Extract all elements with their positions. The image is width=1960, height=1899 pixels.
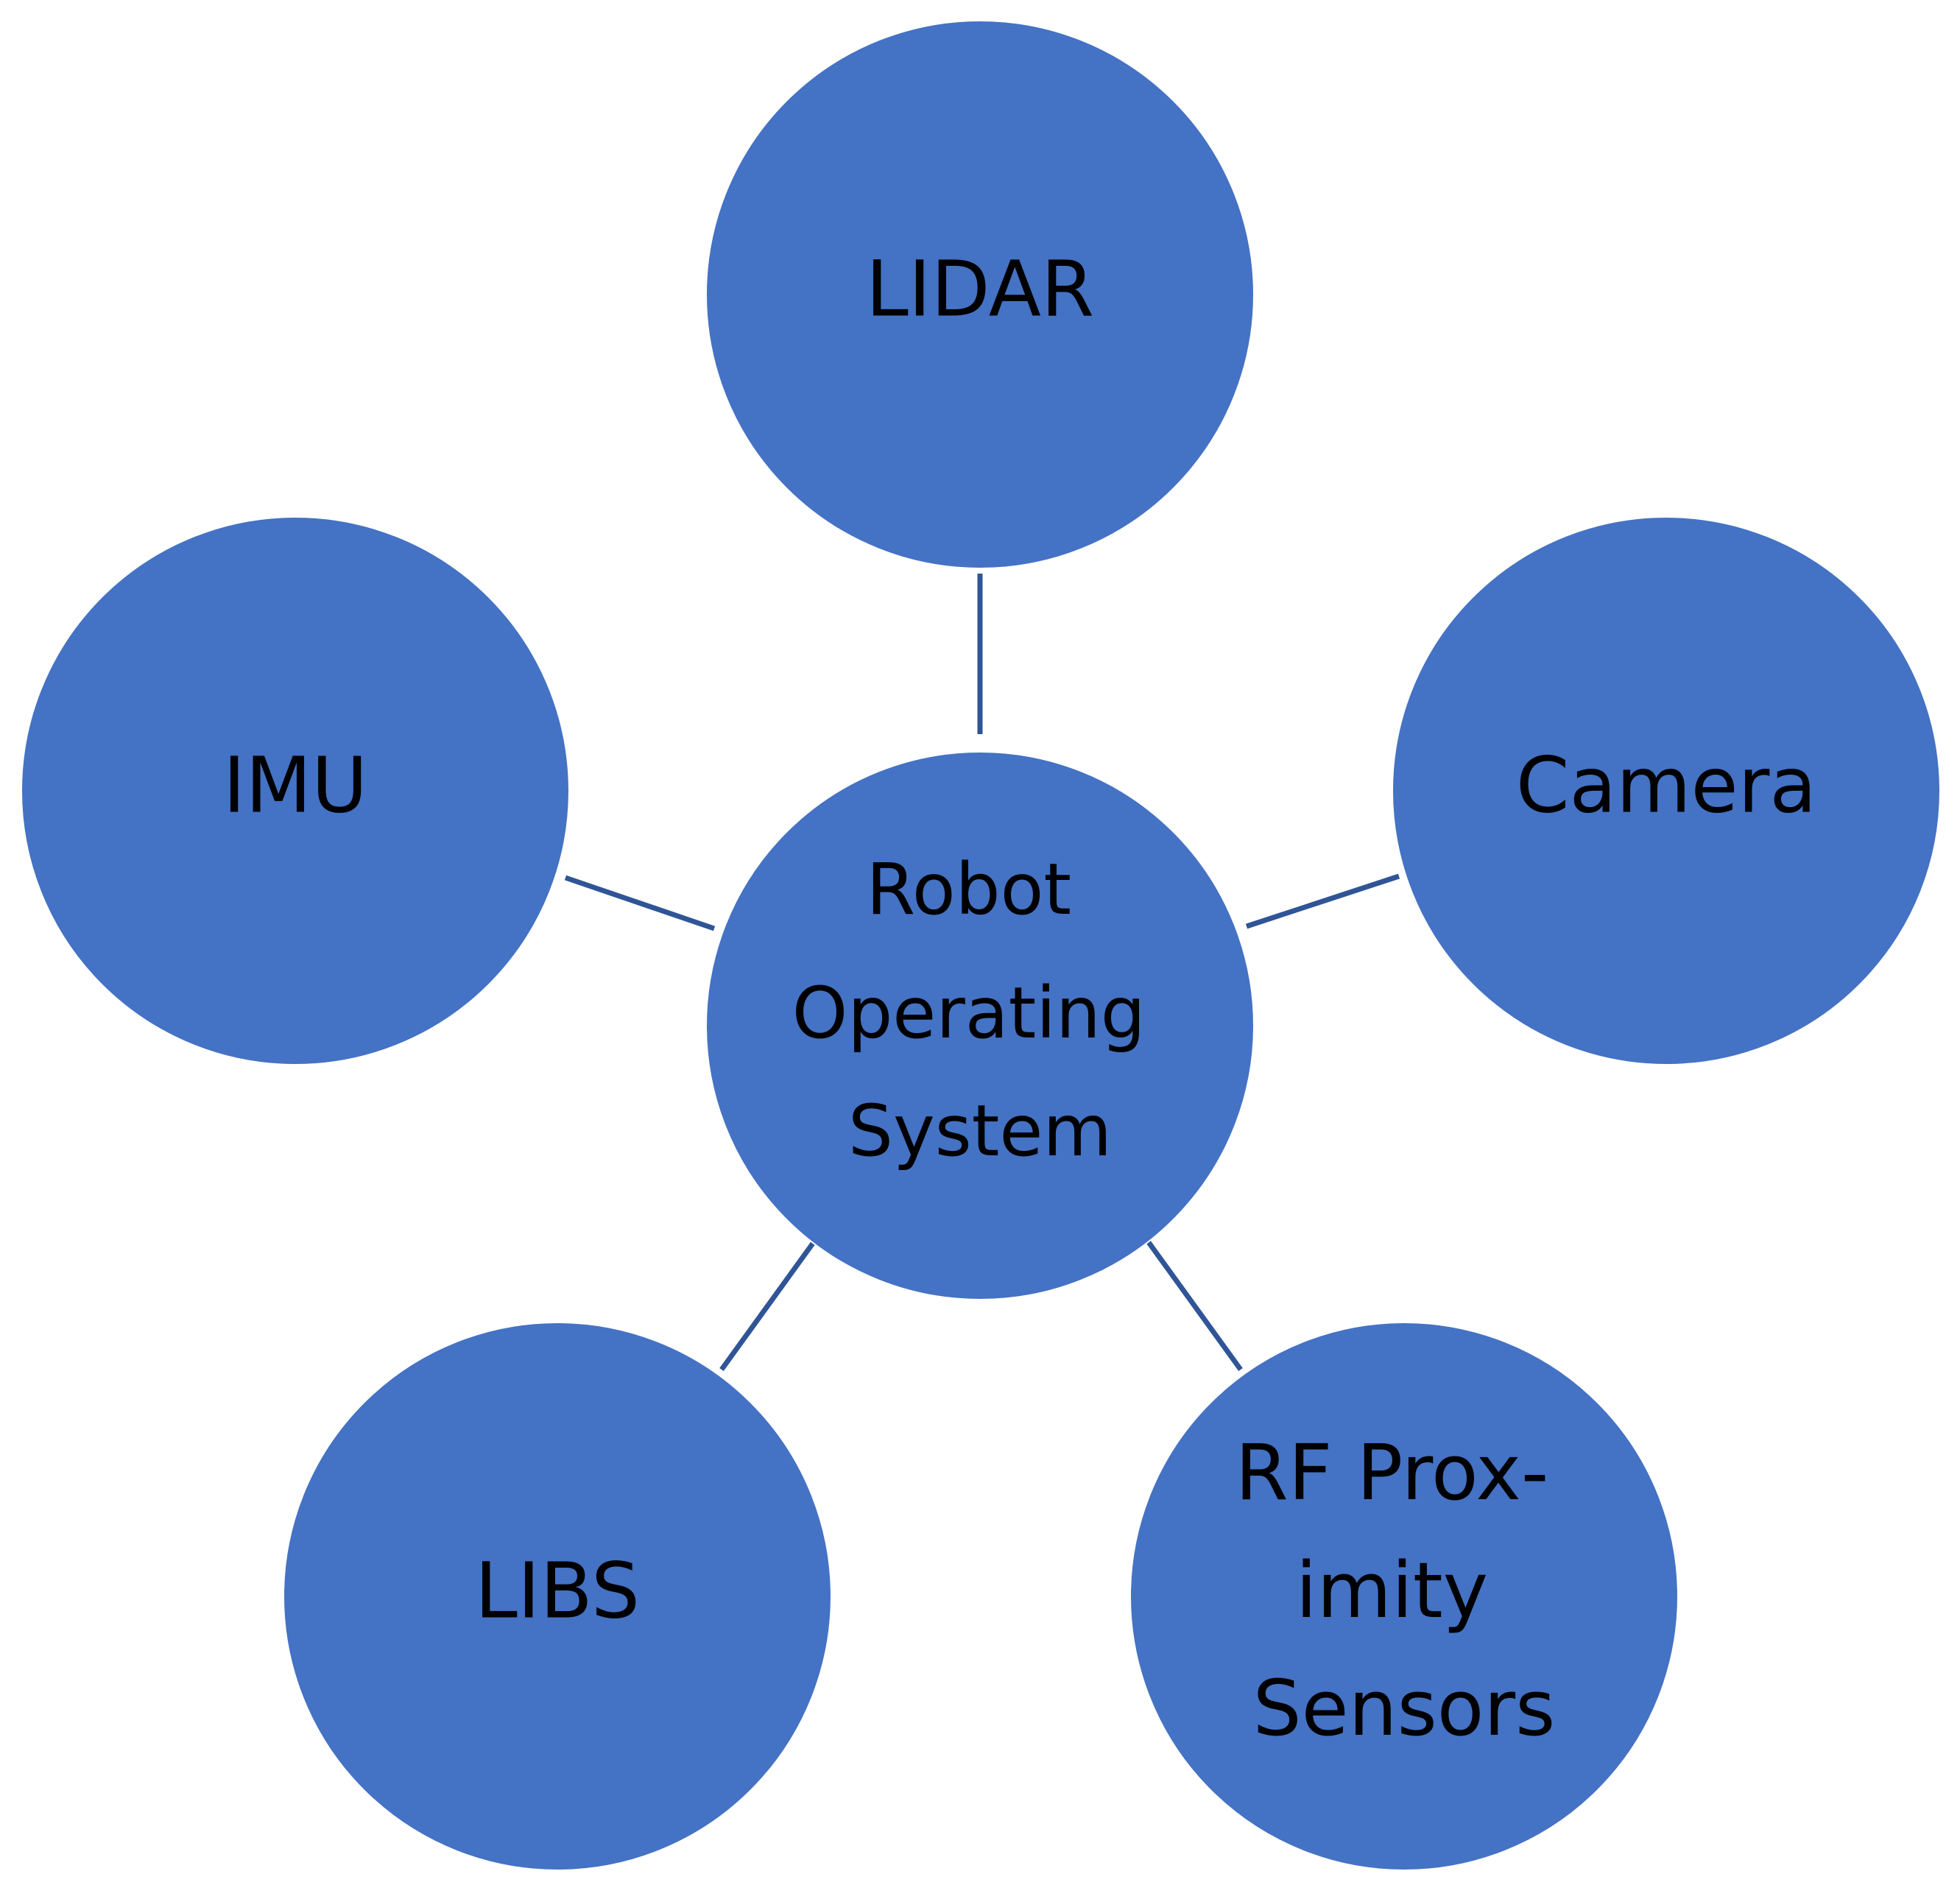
node-imu: IMU [21, 516, 570, 1065]
node-libs-circle [283, 1322, 832, 1871]
connector-libs [719, 1237, 818, 1372]
node-rf-proximity-sensors-line-1: RF Prox- [1235, 1428, 1548, 1518]
node-camera-circle [1392, 516, 1941, 1065]
node-center-line-2: Operating [792, 972, 1146, 1054]
connector-rf-proximity-sensors [1144, 1237, 1243, 1372]
node-lidar-label: LIDAR [866, 244, 1094, 334]
node-imu-circle [21, 516, 570, 1065]
node-center-label: Robot Operating System [792, 848, 1168, 1172]
node-imu-label: IMU [223, 740, 368, 830]
node-lidar-circle [705, 20, 1255, 569]
node-camera: Camera [1392, 516, 1941, 1065]
node-rf-proximity-sensors-line-2: imity [1296, 1546, 1488, 1635]
node-libs: LIBS [283, 1322, 832, 1871]
node-lidar: LIDAR [705, 20, 1255, 569]
node-center: Robot Operating System [705, 751, 1255, 1300]
node-center-line-3: System [848, 1090, 1112, 1172]
node-rf-proximity-sensors-label: RF Prox- imity Sensors [1235, 1428, 1573, 1753]
node-libs-label: LIBS [475, 1546, 640, 1635]
node-center-line-1: Robot [867, 848, 1071, 931]
node-rf-proximity-sensors-circle [1129, 1322, 1679, 1871]
connector-imu [564, 875, 716, 931]
node-center-circle [705, 751, 1255, 1300]
connector-camera [1245, 873, 1400, 929]
node-rf-proximity-sensors-line-3: Sensors [1253, 1663, 1556, 1753]
node-rf-proximity-sensors: RF Prox- imity Sensors [1129, 1322, 1679, 1871]
node-camera-label: Camera [1516, 740, 1816, 830]
connectors [564, 574, 1400, 1372]
